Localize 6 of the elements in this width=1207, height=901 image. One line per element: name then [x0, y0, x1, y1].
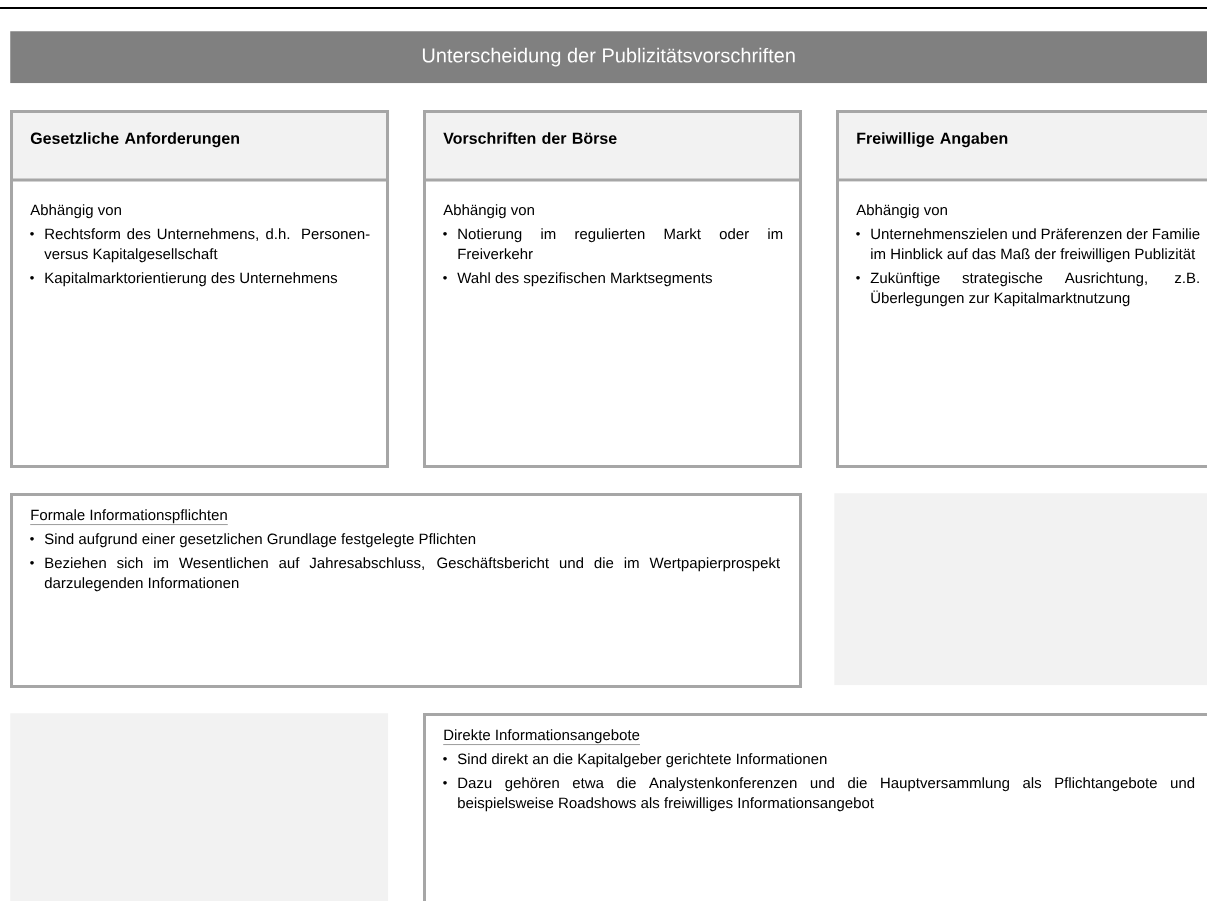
- title-band: Unterscheidung der Publizitätsvorschriften: [10, 31, 1207, 84]
- card: Vorschriften der Börse Abhängig von Notierung im regulierten Markt oder im Freiverkehr Wahl des spezifischen Marktsegments: [423, 110, 802, 468]
- card: Freiwillige Angaben Abhängig von Unternehmenszielen und Präferenzen der Familie im Hinblick auf das Maß der freiwilligen Publizität Zukünftige strategische Ausrichtung, z.B. Überlegungen zur Kapitalmarktnutzung: [836, 110, 1207, 468]
- text-box: Formale Informationspflichten Sind aufgrund einer gesetzlichen Grundlage festgelegte Pflichten Beziehen sich im Wesentlichen auf Jahresabschluss, Geschäftsbericht und die im Wertpapierprospekt darzulegenden Informationen: [10, 493, 802, 688]
- text-box: Direkte Informationsangebote Sind direkt an die Kapitalgeber gerichtete Informationen Dazu gehören etwa die Analystenkonferenzen und die Hauptversammlung als Pflichtangebote und beispielsweise Roadshows als freiwilliges Informationsangebot: [423, 713, 1207, 901]
- card: Gesetzliche Anforderungen Abhängig von Rechtsform des Unternehmens, d.h. Personen- versus Kapitalgesellschaft Kapitalmarktorientierung des Unternehmens: [10, 110, 389, 468]
